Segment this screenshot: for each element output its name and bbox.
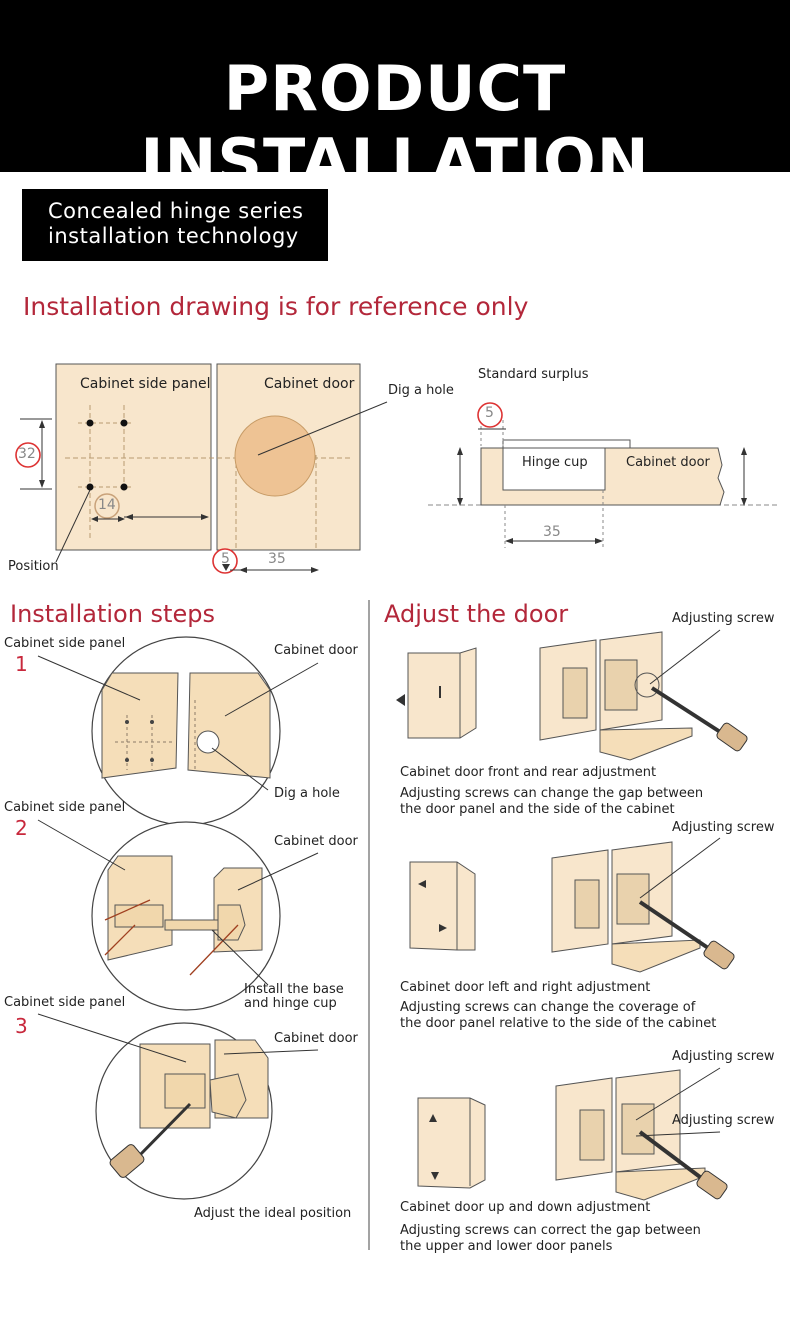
adjust1-desc-line-2: the door panel and the side of the cabin…: [400, 802, 675, 817]
subtitle: Concealed hinge series installation tech…: [48, 199, 303, 249]
step2-action-line-2: and hinge cup: [244, 996, 337, 1011]
subtitle-line-2: installation technology: [48, 224, 299, 248]
side-panel-drawing: [55, 363, 212, 551]
step3-number: 3: [15, 1014, 28, 1038]
adjust2-desc-line-2: the door panel relative to the side of t…: [400, 1016, 717, 1031]
step2-action-line-1: Install the base: [244, 982, 344, 997]
step2-door-label: Cabinet door: [274, 834, 358, 849]
installation-steps-title: Installation steps: [10, 600, 215, 628]
adjust2-desc-line-1: Adjusting screws can change the coverage…: [400, 1000, 696, 1015]
label-dig-hole: Dig a hole: [388, 383, 454, 398]
label-cabinet-door: Cabinet door: [264, 376, 355, 392]
step1-number: 1: [15, 652, 28, 676]
step1-side-label: Cabinet side panel: [4, 636, 126, 651]
dim-35: 35: [268, 551, 286, 567]
dim-35-section: 35: [543, 524, 561, 540]
dim-14: 14: [98, 497, 116, 513]
label-cabinet-side-panel: Cabinet side panel: [80, 376, 211, 392]
label-hinge-cup: Hinge cup: [522, 455, 588, 470]
dim-5-section: 5: [485, 405, 494, 421]
adjust3-screw-label: Adjusting screw: [672, 1049, 775, 1064]
adjust3-desc-line-2: the upper and lower door panels: [400, 1239, 613, 1254]
adjust2-description: Adjusting screws can change the coverage…: [400, 1000, 716, 1032]
adjust1-description: Adjusting screws can change the gap betw…: [400, 786, 703, 818]
drill-point: [86, 419, 94, 427]
adjust3-desc-line-1: Adjusting screws can correct the gap bet…: [400, 1223, 701, 1238]
adjust-door-title: Adjust the door: [384, 600, 569, 628]
step3-door-label: Cabinet door: [274, 1031, 358, 1046]
adjust1-caption: Cabinet door front and rear adjustment: [400, 765, 657, 780]
drill-point: [120, 419, 128, 427]
subtitle-box: [22, 189, 328, 261]
cup-hole: [234, 415, 316, 497]
subtitle-line-1: Concealed hinge series: [48, 199, 304, 223]
adjust3-screw-label-2: Adjusting screw: [672, 1113, 775, 1128]
step1-action: Dig a hole: [274, 786, 340, 801]
adjust1-screw-label: Adjusting screw: [672, 611, 775, 626]
step2-action: Install the base and hinge cup: [244, 983, 344, 1011]
reference-note: Installation drawing is for reference on…: [23, 292, 529, 321]
page-title: PRODUCT INSTALLATION: [140, 52, 650, 198]
drill-point: [86, 483, 94, 491]
adjust1-desc-line-1: Adjusting screws can change the gap betw…: [400, 786, 704, 801]
step2-number: 2: [15, 816, 28, 840]
label-standard-surplus: Standard surplus: [478, 367, 589, 382]
dim-32: 32: [18, 446, 36, 462]
adjust2-screw-label: Adjusting screw: [672, 820, 775, 835]
drill-point: [120, 483, 128, 491]
step2-side-label: Cabinet side panel: [4, 800, 126, 815]
label-cabinet-door-section: Cabinet door: [626, 455, 710, 470]
hinge-cup-section: [502, 447, 606, 491]
dim-5: 5: [221, 551, 230, 567]
step3-action: Adjust the ideal position: [194, 1206, 352, 1221]
adjust3-caption: Cabinet door up and down adjustment: [400, 1200, 651, 1215]
step3-side-label: Cabinet side panel: [4, 995, 126, 1010]
header-banner: [0, 0, 790, 172]
adjust3-description: Adjusting screws can correct the gap bet…: [400, 1223, 701, 1255]
step1-door-label: Cabinet door: [274, 643, 358, 658]
label-position: Position: [8, 559, 59, 574]
adjust2-caption: Cabinet door left and right adjustment: [400, 980, 651, 995]
